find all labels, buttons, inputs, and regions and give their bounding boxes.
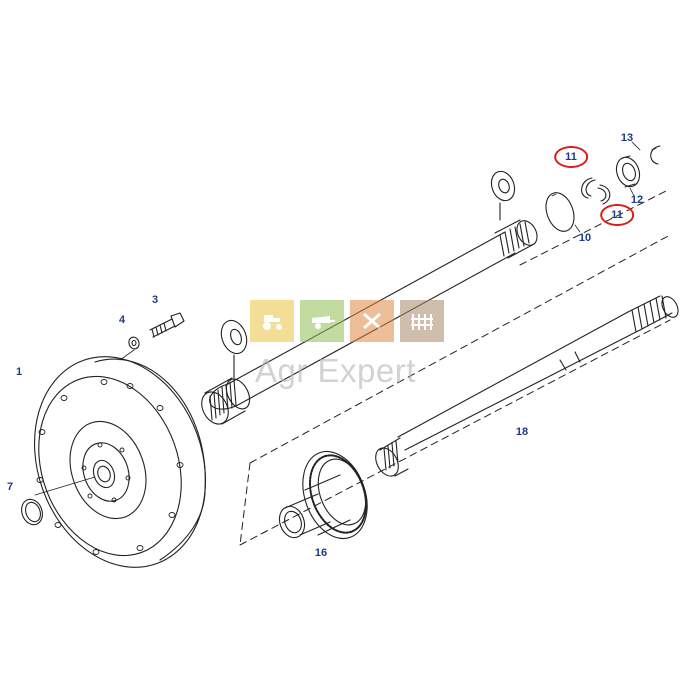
half-ring-11-lower [597, 184, 611, 205]
washer-4 [128, 336, 140, 350]
tools-icon [350, 300, 394, 342]
trailer-icon [300, 300, 344, 342]
callout-12: 12 [630, 194, 644, 206]
callout-3: 3 [151, 294, 159, 306]
upper-shaft-spline-left [201, 377, 251, 425]
callout-18: 18 [515, 426, 529, 438]
callout-13: 13 [620, 132, 634, 144]
flywheel [33, 356, 207, 568]
callout-4: 4 [118, 314, 126, 326]
bolt-3 [149, 312, 185, 338]
snap-ring-10 [545, 192, 575, 232]
tractor-icon [250, 300, 294, 342]
callout-10: 10 [578, 232, 592, 244]
flywheel-bolt-holes [36, 379, 184, 555]
watermark-logo-tiles [250, 300, 444, 342]
leader-13 [631, 141, 641, 151]
callout-7: 7 [6, 481, 14, 493]
upper-shaft [201, 219, 538, 425]
callout-11-upper: 11 [554, 146, 588, 168]
leader-10 [574, 224, 581, 233]
washer-upper-right [490, 170, 516, 221]
fence-icon [400, 300, 444, 342]
bearing-12 [615, 155, 641, 188]
washer-middle [220, 319, 248, 379]
callout-11-lower: 11 [600, 204, 634, 226]
lower-shaft [375, 295, 679, 477]
callout-1: 1 [15, 366, 23, 378]
upper-shaft-spline-right [494, 219, 538, 259]
watermark-text: Agr Expert [255, 352, 416, 389]
dashed-assembly-frame [239, 234, 671, 546]
dashed-frame-upper [519, 189, 669, 266]
half-ring-11-upper [581, 177, 596, 199]
ring-7 [21, 498, 43, 526]
circlip-13 [650, 145, 661, 165]
gear-16 [278, 450, 368, 540]
callout-16: 16 [314, 547, 328, 559]
leader-12 [629, 187, 635, 197]
leader-bolt [119, 349, 135, 361]
